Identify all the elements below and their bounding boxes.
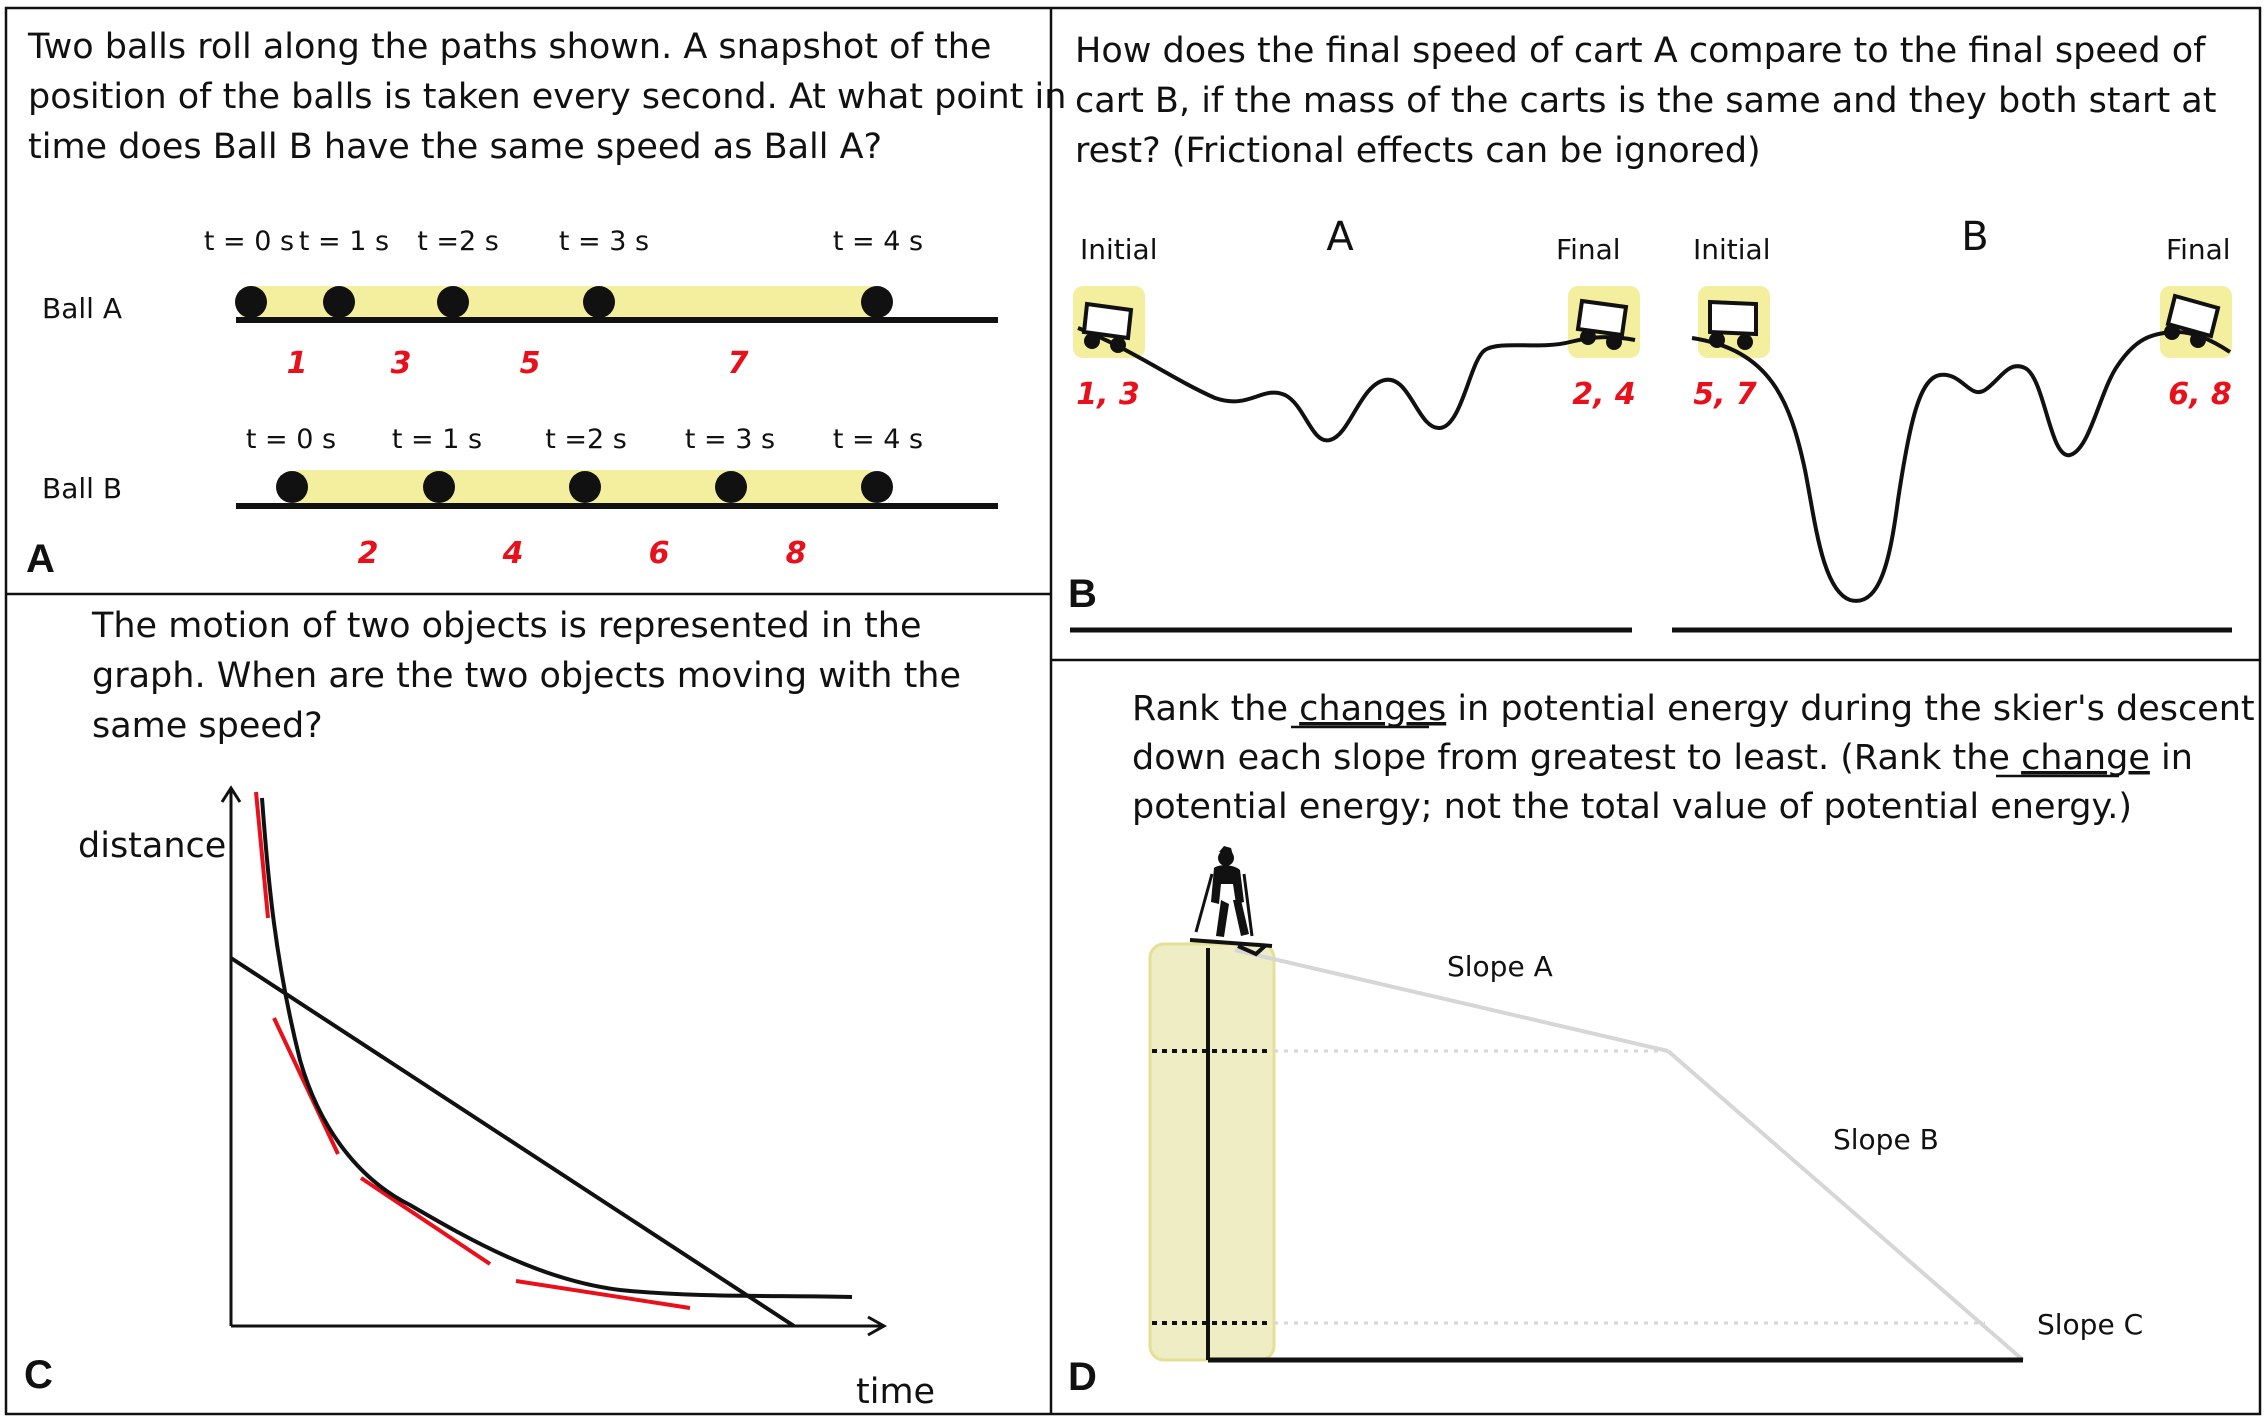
- panel-b-question-line-2: cart B, if the mass of the carts is the …: [1075, 81, 2216, 121]
- slopes: [1234, 948, 2025, 1362]
- ball-b-time-4: t = 4 s: [833, 424, 923, 455]
- ball-b-interval-2: 4: [502, 536, 524, 571]
- panel-c: The motion of two objects is represented…: [24, 606, 961, 1412]
- ball-a-time-1: t = 1 s: [299, 226, 389, 257]
- track-a-final-codes: 2, 4: [1572, 377, 1636, 412]
- track-b-initial-codes: 5, 7: [1693, 377, 1757, 412]
- ball-a-time-2: t =2 s: [417, 226, 499, 257]
- panel-d: Rank the changes in potential energy dur…: [1068, 689, 2255, 1399]
- emphasis-underlines: [1291, 725, 2119, 778]
- tangent-marker-1: [254, 791, 270, 919]
- ball-b-t1: [423, 471, 455, 503]
- slope-a-line: [1234, 948, 1669, 1053]
- x-axis-label: time: [856, 1372, 935, 1412]
- panel-d-question-line-2: down each slope from greatest to least. …: [1132, 738, 2193, 778]
- panel-b-question-line-3: rest? (Frictional effects can be ignored…: [1075, 131, 1761, 171]
- ball-b-interval-3: 6: [649, 536, 670, 571]
- ball-a-t4: [861, 286, 893, 318]
- ball-a-label: Ball A: [42, 292, 122, 325]
- panel-b-letter: B: [1068, 572, 1097, 616]
- tangent-marker-3: [359, 1176, 492, 1266]
- slope-c-label: Slope C: [2037, 1308, 2143, 1341]
- y-axis-label: distance: [78, 826, 226, 866]
- ball-b-interval-4: 8: [786, 536, 807, 571]
- ball-b-t2: [569, 471, 601, 503]
- tangent-marker-4: [515, 1279, 691, 1310]
- track-b-name: B: [1961, 214, 1988, 260]
- ball-b-snapshots: [276, 471, 893, 503]
- ball-b-time-2: t =2 s: [545, 424, 627, 455]
- ball-b-interval-codes: 2 4 6 8: [358, 536, 807, 571]
- panel-a-question-line-1: Two balls roll along the paths shown. A …: [27, 27, 991, 67]
- ball-a-interval-1: 1: [287, 346, 308, 381]
- slope-a-label: Slope A: [1447, 950, 1553, 983]
- ball-b-t0: [276, 471, 308, 503]
- panel-c-question-line-1: The motion of two objects is represented…: [91, 606, 922, 646]
- skier-icon: [1189, 846, 1273, 957]
- slope-b-label: Slope B: [1833, 1123, 1939, 1156]
- ball-a-t3: [583, 286, 615, 318]
- track-a-final-label: Final: [1556, 233, 1621, 266]
- ball-a-time-0: t = 0 s: [204, 226, 294, 257]
- panel-d-question-line-3: potential energy; not the total value of…: [1132, 787, 2132, 827]
- track-b-final-cart-icon: [2164, 293, 2221, 348]
- panel-a-question-line-2: position of the balls is taken every sec…: [28, 77, 1066, 117]
- track-b-final-label: Final: [2166, 233, 2231, 266]
- track-b-curve: [1691, 329, 2232, 603]
- panel-a: Two balls roll along the paths shown. A …: [26, 27, 1066, 581]
- track-a-initial-label: Initial: [1080, 233, 1157, 266]
- track-a-initial-codes: 1, 3: [1076, 377, 1140, 412]
- ball-a-t0: [235, 286, 267, 318]
- straight-object-path: [229, 956, 796, 1328]
- ball-a-t1: [323, 286, 355, 318]
- track-a-curve: [1077, 326, 1636, 443]
- track-a-final-cart-icon: [1575, 298, 1629, 350]
- panel-c-question-line-3: same speed?: [92, 706, 323, 746]
- slope-b-line: [1666, 1049, 2025, 1362]
- panel-b-question-line-1: How does the final speed of cart A compa…: [1075, 31, 2206, 71]
- height-highlight: [1148, 942, 1276, 1362]
- track-a-name: A: [1326, 214, 1354, 260]
- track-b-final-codes: 6, 8: [2168, 377, 2232, 412]
- ball-b-time-labels: t = 0 s t = 1 s t =2 s t = 3 s t = 4 s: [246, 424, 923, 455]
- panel-a-question-line-3: time does Ball B have the same speed as …: [28, 127, 882, 167]
- ball-a-interval-2: 3: [391, 346, 412, 381]
- tangent-marker-2: [272, 1017, 340, 1155]
- panel-borders: [4, 6, 2262, 1416]
- panel-a-letter: A: [26, 537, 55, 581]
- tangent-markers: [254, 791, 691, 1310]
- ball-b-time-3: t = 3 s: [685, 424, 775, 455]
- axes: [220, 785, 888, 1337]
- ball-a-interval-codes: 1 3 5 7: [287, 346, 749, 381]
- ball-a-time-labels: t = 0 s t = 1 s t =2 s t = 3 s t = 4 s: [204, 226, 923, 257]
- height-markers: [1152, 1049, 1272, 1325]
- ball-b-label: Ball B: [42, 472, 122, 505]
- curve-object-path: [260, 797, 853, 1299]
- ball-a-interval-3: 5: [520, 346, 541, 381]
- ball-b-interval-1: 2: [358, 536, 379, 571]
- track-b-initial-cart-icon: [1708, 299, 1758, 350]
- panel-d-question-line-1: Rank the changes in potential energy dur…: [1132, 689, 2255, 729]
- ball-a-highlight: [240, 286, 878, 322]
- ball-a-t2: [437, 286, 469, 318]
- panel-c-question-line-2: graph. When are the two objects moving w…: [92, 656, 961, 696]
- panel-c-letter: C: [24, 1353, 53, 1397]
- track-b-initial-label: Initial: [1693, 233, 1770, 266]
- ball-b-t4: [861, 471, 893, 503]
- panel-d-letter: D: [1068, 1355, 1097, 1399]
- panel-b: How does the final speed of cart A compa…: [1068, 31, 2232, 633]
- ball-b-time-0: t = 0 s: [246, 424, 336, 455]
- track-a-initial-cart-icon: [1081, 301, 1134, 353]
- ball-b-time-1: t = 1 s: [392, 424, 482, 455]
- ball-a-time-4: t = 4 s: [833, 226, 923, 257]
- height-guides: [1274, 1049, 1985, 1325]
- ball-a-time-3: t = 3 s: [559, 226, 649, 257]
- ball-a-snapshots: [235, 286, 893, 318]
- ball-a-interval-4: 7: [728, 346, 749, 381]
- ball-b-t3: [715, 471, 747, 503]
